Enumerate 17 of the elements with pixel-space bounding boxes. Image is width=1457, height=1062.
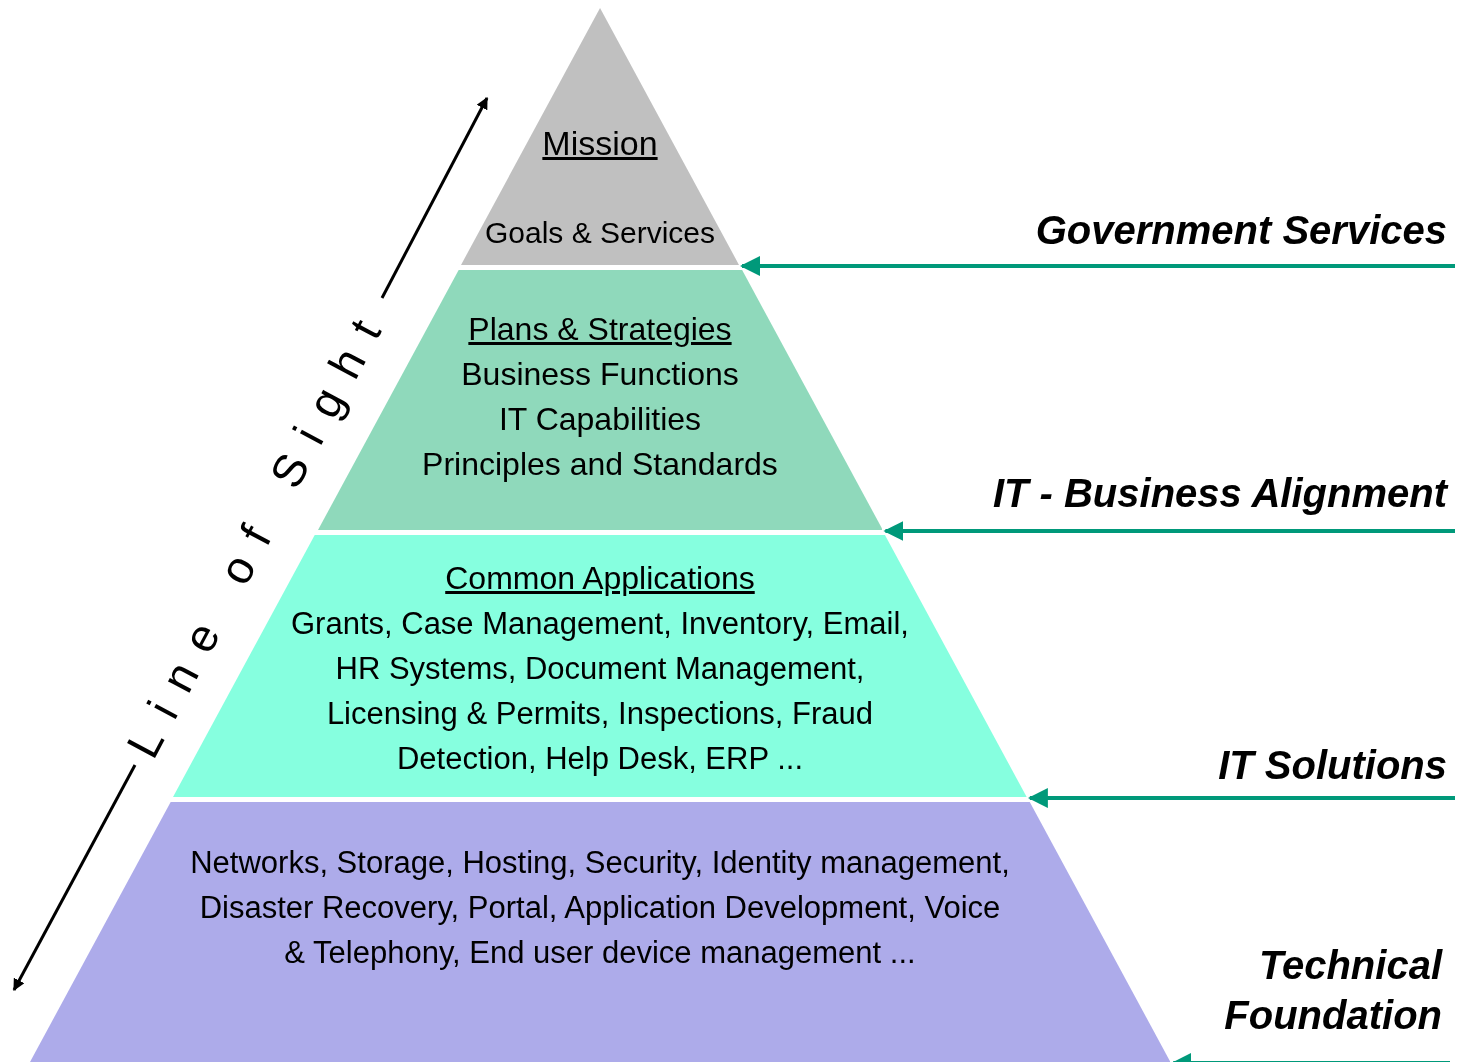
pyramid-tier xyxy=(460,8,739,265)
tier-heading: Mission xyxy=(541,123,659,163)
level-label: IT Solutions xyxy=(1100,740,1455,796)
tier-heading: Common Applications xyxy=(444,559,756,598)
pyramid-tier xyxy=(29,802,1171,1062)
level-label: Technical Foundation xyxy=(1150,940,1450,1056)
level-label: IT - Business Alignment xyxy=(930,468,1455,531)
arrow xyxy=(883,521,1455,541)
tier-text: Goals & Services xyxy=(483,215,717,251)
arrow xyxy=(1027,788,1455,808)
tier-text: Networks, Storage, Hosting, Security, Identity management, Disaster Recovery, Portal, Application Development, Voice & Telephony, End user device management ... xyxy=(190,844,1010,972)
tier-text: Principles and Standards xyxy=(421,445,779,484)
tier-text: IT Capabilities xyxy=(497,400,703,439)
tier-text: Grants, Case Management, Inventory, Email, HR Systems, Document Management, Licensing & Permits, Inspections, Fraud Detection, Help Desk, ERP ... xyxy=(290,605,910,778)
level-label: Government Services xyxy=(1000,205,1455,266)
arrow xyxy=(1171,1053,1450,1062)
arrow xyxy=(740,256,1455,276)
